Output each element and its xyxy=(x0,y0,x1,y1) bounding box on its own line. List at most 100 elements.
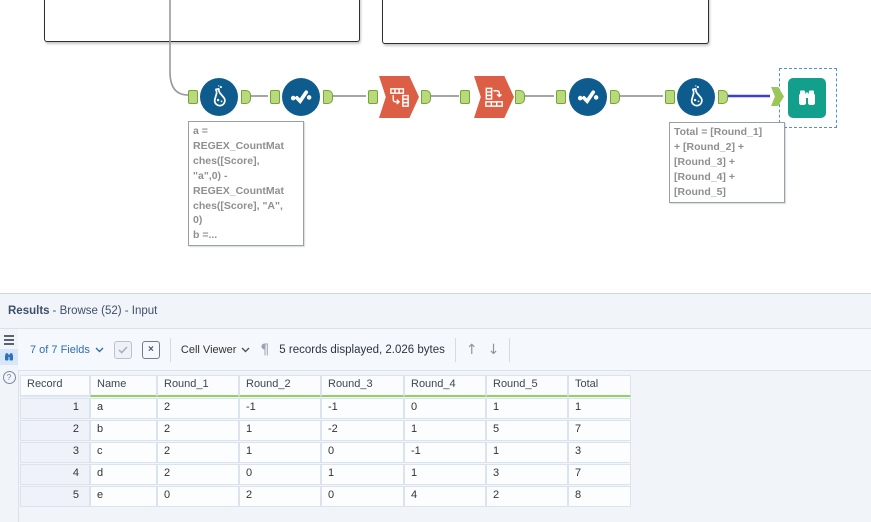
results-title-bold: Results xyxy=(8,305,50,317)
workflow-canvas[interactable]: a = REGEX_CountMat ches([Score], "a",0) … xyxy=(0,0,871,293)
table-cell[interactable]: 1 xyxy=(486,442,568,463)
column-header-name[interactable]: Name xyxy=(90,375,157,397)
results-title-rest: - Browse (52) - Input xyxy=(52,305,158,317)
transpose-tool[interactable] xyxy=(379,76,419,118)
table-cell[interactable]: -2 xyxy=(321,420,404,441)
table-cell[interactable]: 0 xyxy=(321,486,404,507)
formula-flask-icon xyxy=(213,85,226,107)
cross-tab-icon xyxy=(484,87,503,107)
browse-tool[interactable] xyxy=(788,78,826,118)
table-cell[interactable]: 1 xyxy=(239,442,321,463)
input-anchor[interactable] xyxy=(460,90,470,104)
select-check-icon xyxy=(290,90,312,104)
hamburger-menu-icon[interactable] xyxy=(4,335,14,345)
table-cell[interactable]: -1 xyxy=(404,442,486,463)
output-anchor[interactable] xyxy=(610,90,620,104)
table-cell[interactable]: 0 xyxy=(157,486,239,507)
input-anchor[interactable] xyxy=(368,90,378,104)
cross-tab-tool[interactable] xyxy=(474,76,514,118)
comment-box-2[interactable] xyxy=(382,0,709,44)
table-cell[interactable]: 0 xyxy=(321,442,404,463)
table-cell[interactable]: a xyxy=(90,398,157,419)
deselect-all-icon[interactable]: × xyxy=(141,340,160,359)
table-cell[interactable]: 2 xyxy=(157,442,239,463)
table-cell[interactable]: 2 xyxy=(157,420,239,441)
transpose-icon xyxy=(389,87,409,107)
table-cell[interactable]: 1 xyxy=(239,420,321,441)
table-cell[interactable]: c xyxy=(90,442,157,463)
select-tool-2[interactable] xyxy=(569,78,607,116)
input-anchor[interactable] xyxy=(771,87,784,106)
output-anchor[interactable] xyxy=(323,90,333,104)
x-glyph: × xyxy=(148,343,154,355)
table-cell[interactable]: 1 xyxy=(486,398,568,419)
show-whitespace-icon[interactable]: ¶ xyxy=(260,341,270,358)
column-header-round_1[interactable]: Round_1 xyxy=(157,375,239,397)
select-all-checkbox-icon[interactable] xyxy=(113,340,132,359)
input-anchor[interactable] xyxy=(270,90,280,104)
output-anchor[interactable] xyxy=(718,90,728,104)
table-cell[interactable]: 3 xyxy=(568,442,631,463)
formula-annotation-2[interactable]: Total = [Round_1] + [Round_2] + [Round_3… xyxy=(669,122,785,203)
sort-down-arrow-icon[interactable]: ↓ xyxy=(487,341,500,358)
column-header-round_2[interactable]: Round_2 xyxy=(239,375,321,397)
browse-tab-selected[interactable] xyxy=(0,348,18,365)
table-cell[interactable]: 3 xyxy=(486,464,568,485)
sort-up-arrow-icon[interactable]: ↑ xyxy=(465,341,478,358)
output-anchor[interactable] xyxy=(515,90,525,104)
output-anchor[interactable] xyxy=(421,90,431,104)
table-cell[interactable]: e xyxy=(90,486,157,507)
table-cell[interactable]: 2 xyxy=(239,486,321,507)
table-cell[interactable]: -1 xyxy=(321,398,404,419)
table-cell[interactable]: 2 xyxy=(157,464,239,485)
input-anchor[interactable] xyxy=(665,90,675,104)
record-number-cell[interactable]: 2 xyxy=(20,420,90,441)
table-cell[interactable]: 4 xyxy=(404,486,486,507)
fields-dropdown[interactable]: 7 of 7 Fields xyxy=(30,344,104,356)
table-cell[interactable]: -1 xyxy=(239,398,321,419)
formula-tool-1[interactable] xyxy=(200,78,238,116)
column-header-round_5[interactable]: Round_5 xyxy=(486,375,568,397)
table-cell[interactable]: b xyxy=(90,420,157,441)
table-cell[interactable]: 7 xyxy=(568,464,631,485)
cell-viewer-dropdown[interactable]: Cell Viewer xyxy=(181,344,250,356)
record-number-cell[interactable]: 3 xyxy=(20,442,90,463)
results-panel-title: Results - Browse (52) - Input xyxy=(0,294,871,329)
help-icon[interactable]: ? xyxy=(2,370,16,384)
table-cell[interactable]: 0 xyxy=(404,398,486,419)
formula-tool-2[interactable] xyxy=(677,78,715,116)
table-cell[interactable]: 7 xyxy=(568,420,631,441)
table-cell[interactable]: 8 xyxy=(568,486,631,507)
comment-box-1[interactable] xyxy=(44,0,360,42)
chevron-down-icon xyxy=(241,347,250,352)
table-cell[interactable]: 1 xyxy=(404,464,486,485)
table-cell[interactable]: 0 xyxy=(239,464,321,485)
column-header-total[interactable]: Total xyxy=(568,375,631,397)
record-number-cell[interactable]: 1 xyxy=(20,398,90,419)
table-cell[interactable]: 5 xyxy=(486,420,568,441)
table-cell[interactable]: 2 xyxy=(157,398,239,419)
formula-annotation-1[interactable]: a = REGEX_CountMat ches([Score], "a",0) … xyxy=(188,121,304,247)
table-cell[interactable]: 1 xyxy=(568,398,631,419)
record-number-cell[interactable]: 4 xyxy=(20,464,90,485)
input-anchor[interactable] xyxy=(556,90,566,104)
select-check-icon xyxy=(577,90,599,104)
table-cell[interactable]: 2 xyxy=(486,486,568,507)
output-anchor[interactable] xyxy=(241,90,251,104)
column-header-round_4[interactable]: Round_4 xyxy=(404,375,486,397)
table-cell[interactable]: d xyxy=(90,464,157,485)
input-anchor[interactable] xyxy=(188,90,198,104)
record-number-cell[interactable]: 5 xyxy=(20,486,90,507)
column-header-round_3[interactable]: Round_3 xyxy=(321,375,404,397)
table-cell[interactable]: 1 xyxy=(404,420,486,441)
select-tool-1[interactable] xyxy=(282,78,320,116)
toolbar-separator xyxy=(509,337,511,362)
table-cell[interactable]: 1 xyxy=(321,464,404,485)
column-header-record[interactable]: Record xyxy=(20,375,90,397)
check-icon xyxy=(118,345,128,354)
